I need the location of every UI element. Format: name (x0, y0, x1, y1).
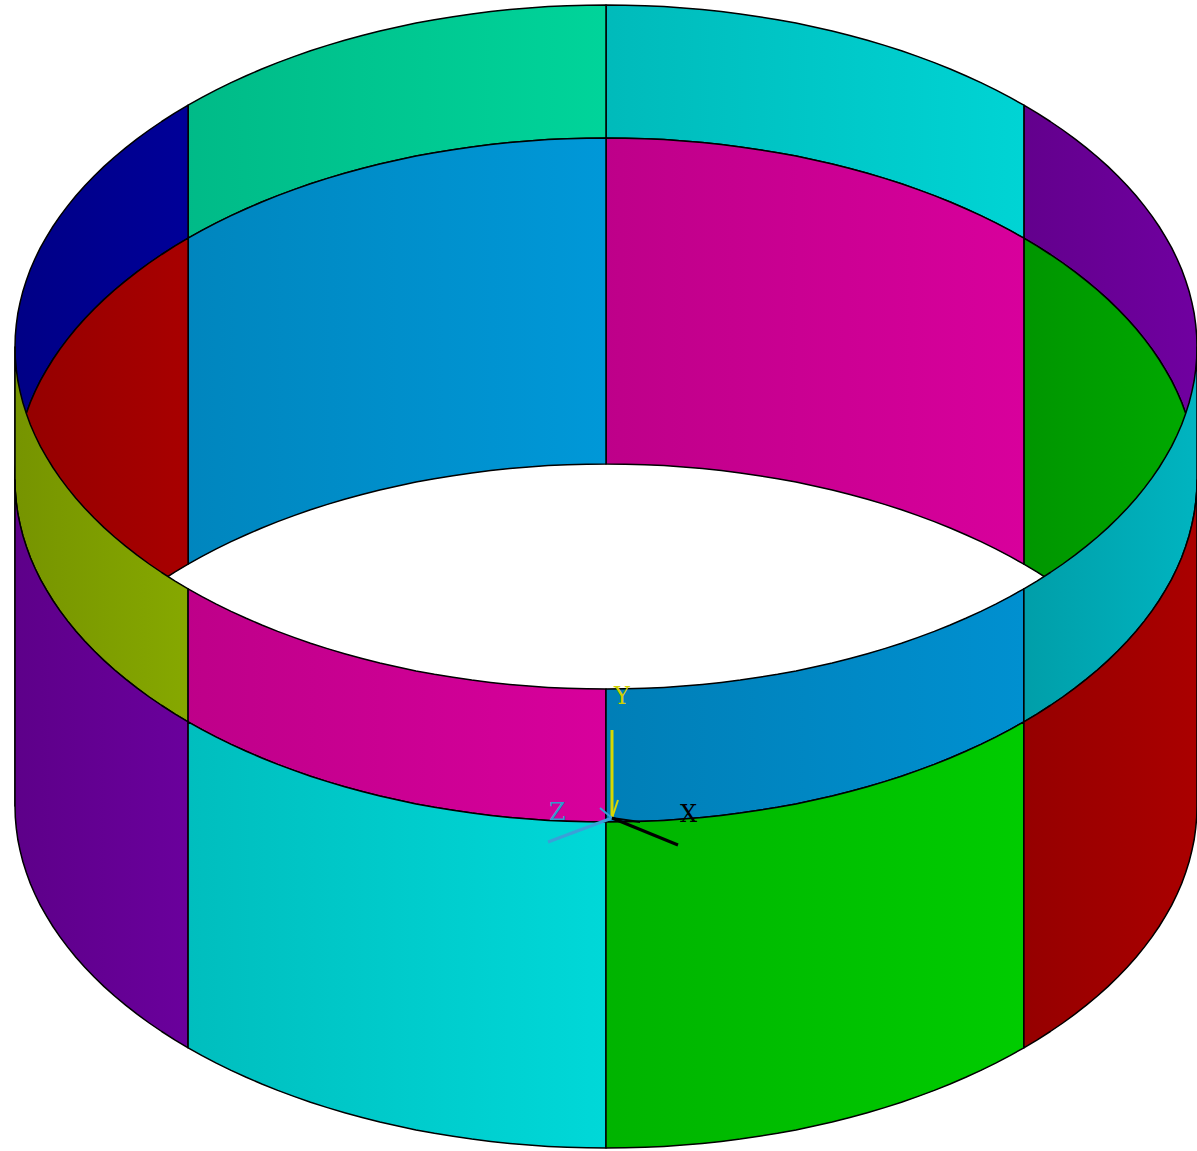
y-axis-line (611, 730, 614, 818)
panel-shade (606, 722, 1024, 1148)
x-axis-line (612, 818, 640, 822)
cylinder-panel (188, 138, 606, 564)
panel-shade (15, 480, 188, 1048)
cylinder-panel (1024, 480, 1197, 1048)
panel-shade (606, 138, 1024, 564)
cylinder-panel (188, 722, 606, 1148)
cylinder-panel (606, 722, 1024, 1148)
x-axis-label: X (680, 802, 697, 826)
x-axis-line (612, 818, 678, 845)
z-axis-line (600, 808, 612, 818)
cylinder-panel (15, 480, 188, 1048)
y-axis-line (612, 800, 618, 818)
panel-shade (188, 138, 606, 564)
z-axis-label: Z (549, 800, 566, 824)
panel-shade (188, 722, 606, 1148)
panel-shade (1024, 480, 1197, 1048)
cylinder-panel (606, 138, 1024, 564)
y-axis-label: Y (614, 684, 630, 708)
